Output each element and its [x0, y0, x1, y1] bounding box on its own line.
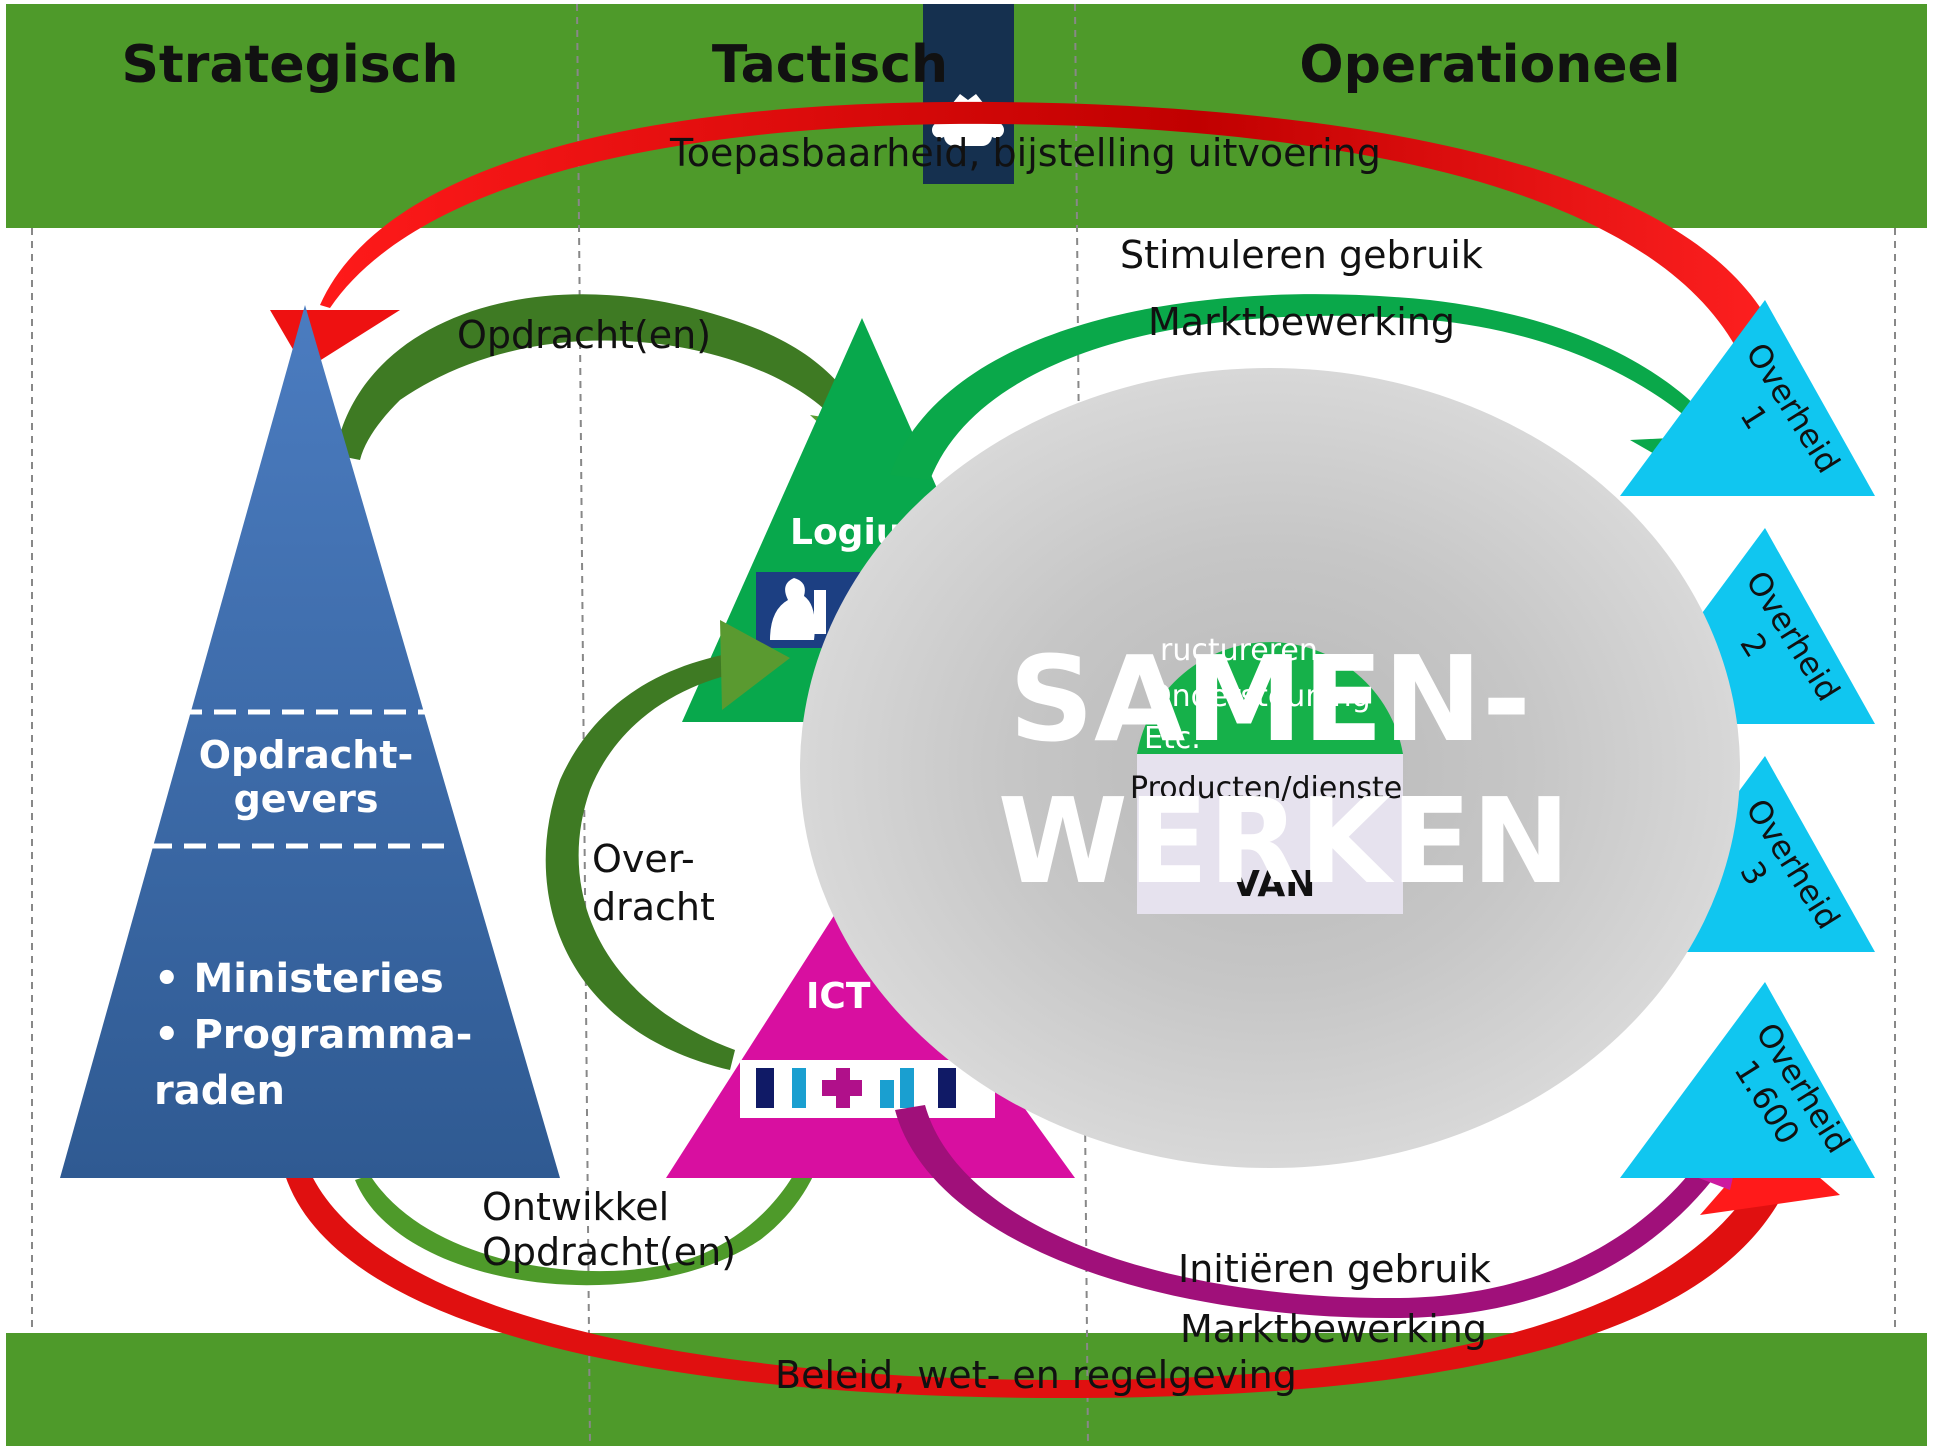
header-strategisch: Strategisch [121, 35, 458, 95]
label-marktbewerking-bottom: Marktbewerking [1180, 1307, 1487, 1351]
label-stimuleren: Stimuleren gebruik [1120, 233, 1483, 277]
ict-logo-bars [756, 1068, 956, 1108]
arrow-opdracht [335, 294, 870, 460]
inner-lavender-area [1137, 754, 1403, 914]
government-emblem-block [923, 4, 1014, 184]
samen-text: SAMEN- [1009, 630, 1531, 768]
label-ontwikkel-1: Ontwikkel [482, 1185, 669, 1229]
ict-label: ICT [806, 976, 871, 1017]
overheid-triangle-1600 [1620, 982, 1875, 1178]
inner-green-dome [1137, 642, 1403, 754]
werken-text: WERKEN [998, 772, 1570, 910]
header-tactisch: Tactisch [712, 35, 948, 95]
label-overdracht-2: dracht [592, 885, 715, 929]
inner-producten: Producten/dienste [1130, 771, 1402, 806]
inner-structureren: ructureren [1160, 633, 1318, 668]
pyramid-bullet-programmaraden: • Programma- [154, 1012, 472, 1058]
header-operationeel: Operationeel [1299, 35, 1680, 95]
lion-icon [770, 578, 826, 640]
inner-van: VAN [1232, 864, 1315, 905]
label-beleid: Beleid, wet- en regelgeving [775, 1353, 1297, 1397]
column-divider [576, 3, 591, 1446]
arrow-stimuleren [890, 294, 1700, 480]
pyramid-bullet-ministeries: • Ministeries [154, 956, 444, 1002]
label-initieren: Initiëren gebruik [1178, 1247, 1491, 1291]
label-overdracht-1: Over- [592, 837, 695, 881]
ict-logo [740, 1060, 995, 1118]
overheid-triangle-1 [1620, 300, 1875, 496]
pyramid-bullet-programmaraden-cont: raden [154, 1068, 285, 1114]
arrow-overdracht-head [720, 620, 790, 710]
label-marktbewerking-top: Marktbewerking [1148, 300, 1455, 344]
inner-ondersteuning: Ondersteuning [1148, 679, 1371, 714]
arrow-overdracht [545, 650, 752, 1070]
arrow-initieren [895, 1105, 1720, 1319]
label-ontwikkel-2: Opdracht(en) [482, 1230, 736, 1274]
pyramid-middle-line1: Opdracht- [199, 733, 414, 777]
pyramid-middle-line2: gevers [234, 777, 379, 821]
label-toepasbaarheid: Toepasbaarheid, bijstelling uitvoering [669, 131, 1381, 175]
top-feedback-arrow [320, 101, 1780, 355]
inner-etc: Etc. [1144, 721, 1201, 756]
label-opdracht: Opdracht(en) [457, 313, 711, 357]
opdrachtgevers-pyramid [60, 305, 560, 1178]
